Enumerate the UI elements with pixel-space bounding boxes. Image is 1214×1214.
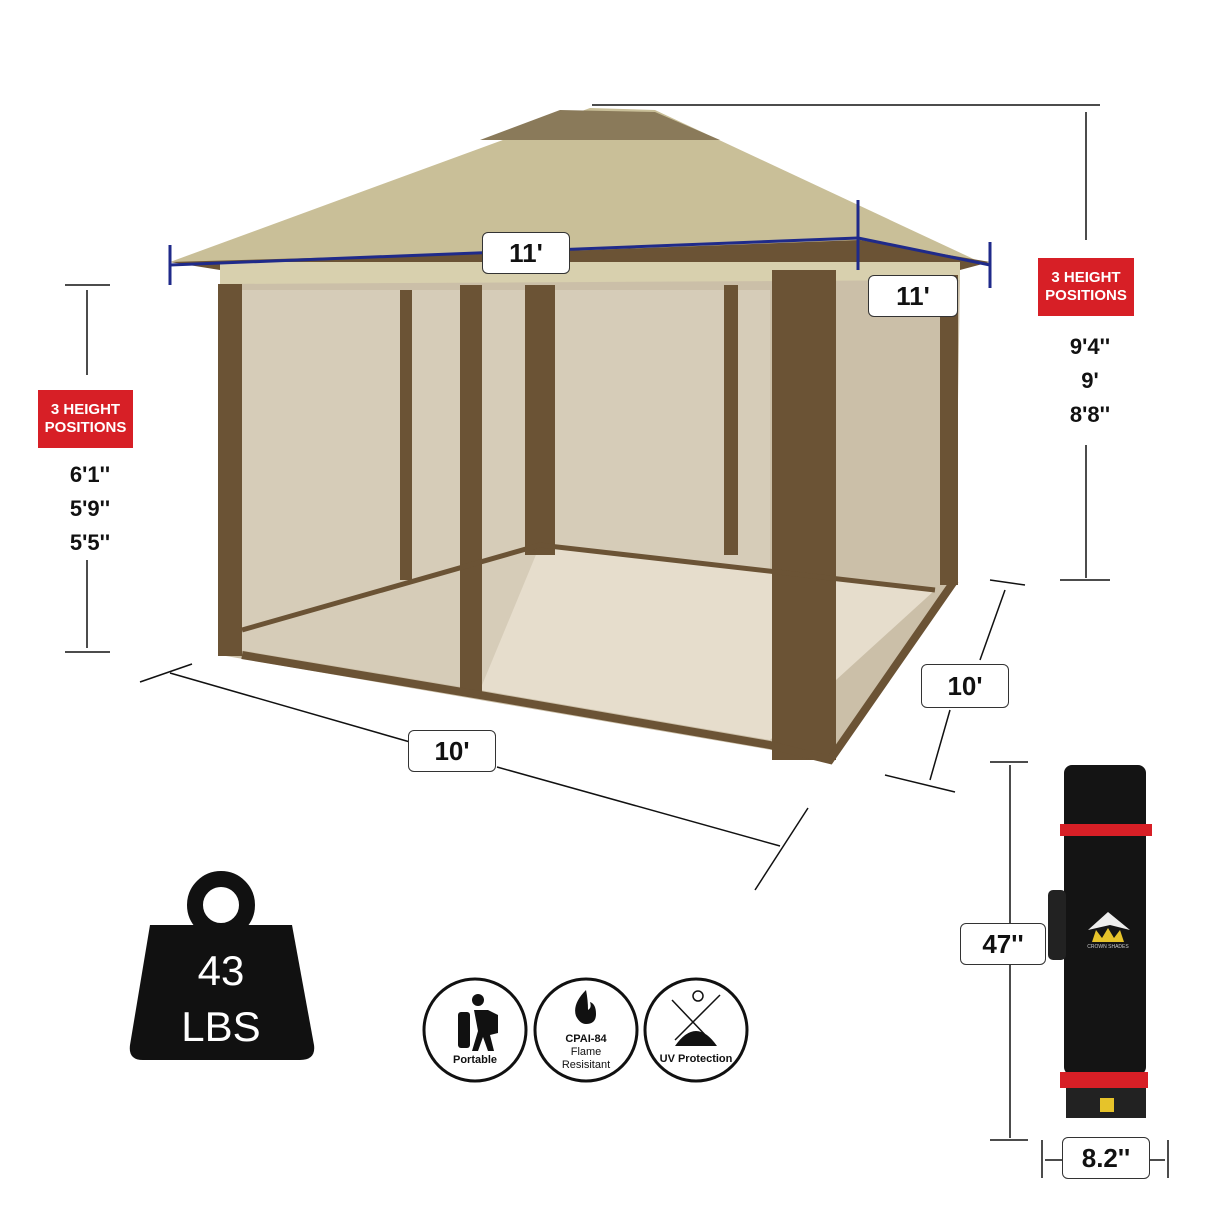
canopy-width-side-label: 11' — [868, 275, 958, 317]
badge-line: 3 HEIGHT — [50, 401, 121, 418]
bag-logo: CROWN SHADES — [1087, 944, 1129, 950]
feature-line: CPAI-84 — [565, 1033, 607, 1045]
badge-line: 3 HEIGHT — [1051, 269, 1121, 286]
height-value: 6'1'' — [69, 462, 111, 487]
badge-line: POSITIONS — [1045, 287, 1127, 304]
weight-value: 43 — [197, 947, 245, 994]
flame-icon — [575, 990, 596, 1024]
base-length-side-label: 10' — [921, 664, 1009, 708]
peak-height-values: 9'4'' 9' 8'8'' — [1040, 330, 1140, 432]
weight-unit: LBS — [181, 1003, 261, 1050]
canopy-width-front-label: 11' — [482, 232, 570, 274]
bag-height-label: 47'' — [960, 923, 1046, 965]
height-value: 5'5'' — [69, 530, 111, 555]
feature-line: Flame — [570, 1046, 602, 1058]
feature-uv-protection: UV Protection — [659, 1053, 733, 1065]
uv-shield-icon — [675, 1031, 717, 1046]
feature-portable: Portable — [452, 1054, 497, 1066]
badge-line: POSITIONS — [44, 419, 127, 436]
height-value: 8'8'' — [1069, 402, 1111, 427]
canopy-roof — [170, 108, 980, 262]
feature-line: Resisitant — [561, 1059, 611, 1071]
weight-icon — [187, 871, 255, 939]
height-value: 9'4'' — [1069, 334, 1111, 359]
eave-height-values: 6'1'' 5'9'' 5'5'' — [40, 458, 140, 560]
height-value: 5'9'' — [69, 496, 111, 521]
base-length-front-label: 10' — [408, 730, 496, 772]
bag-width-label: 8.2'' — [1062, 1137, 1150, 1179]
carry-bag — [1048, 765, 1152, 1118]
height-value: 9' — [1081, 368, 1099, 393]
hiker-icon — [458, 1012, 470, 1048]
